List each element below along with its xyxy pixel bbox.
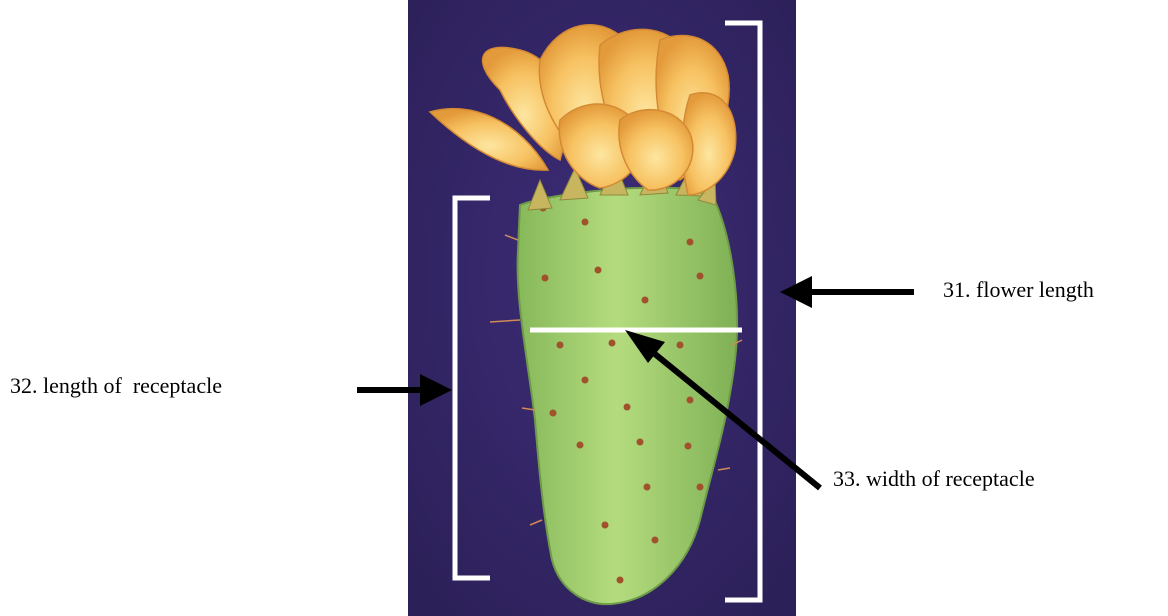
label-width-of-receptacle: 33. width of receptacle [833,468,1035,490]
label-flower-length: 31. flower length [943,279,1094,301]
arrow-flower-length [780,276,914,308]
label-length-of-receptacle: 32. length of receptacle [10,375,222,397]
photo [408,0,796,616]
